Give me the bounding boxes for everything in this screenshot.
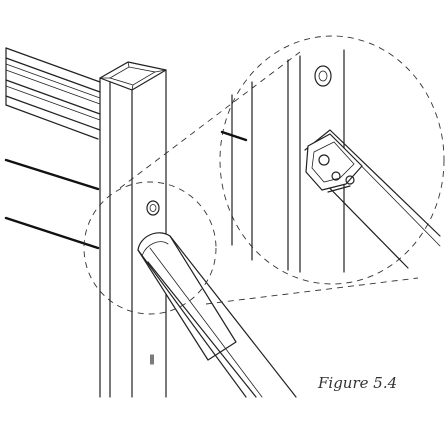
magnified-detail [219,35,445,285]
post-hole-inner [149,204,157,212]
diagonal-handrail [137,232,297,398]
infill-panel-lines [4,158,100,250]
upper-rail [5,47,101,140]
zoom-projection-lines [119,51,419,305]
detail-post-hole [314,65,332,87]
detail-callout-circle [83,181,217,315]
post-hole [146,200,160,216]
figure-caption: Figure 5.4 [318,374,398,392]
fence-post [99,61,167,398]
